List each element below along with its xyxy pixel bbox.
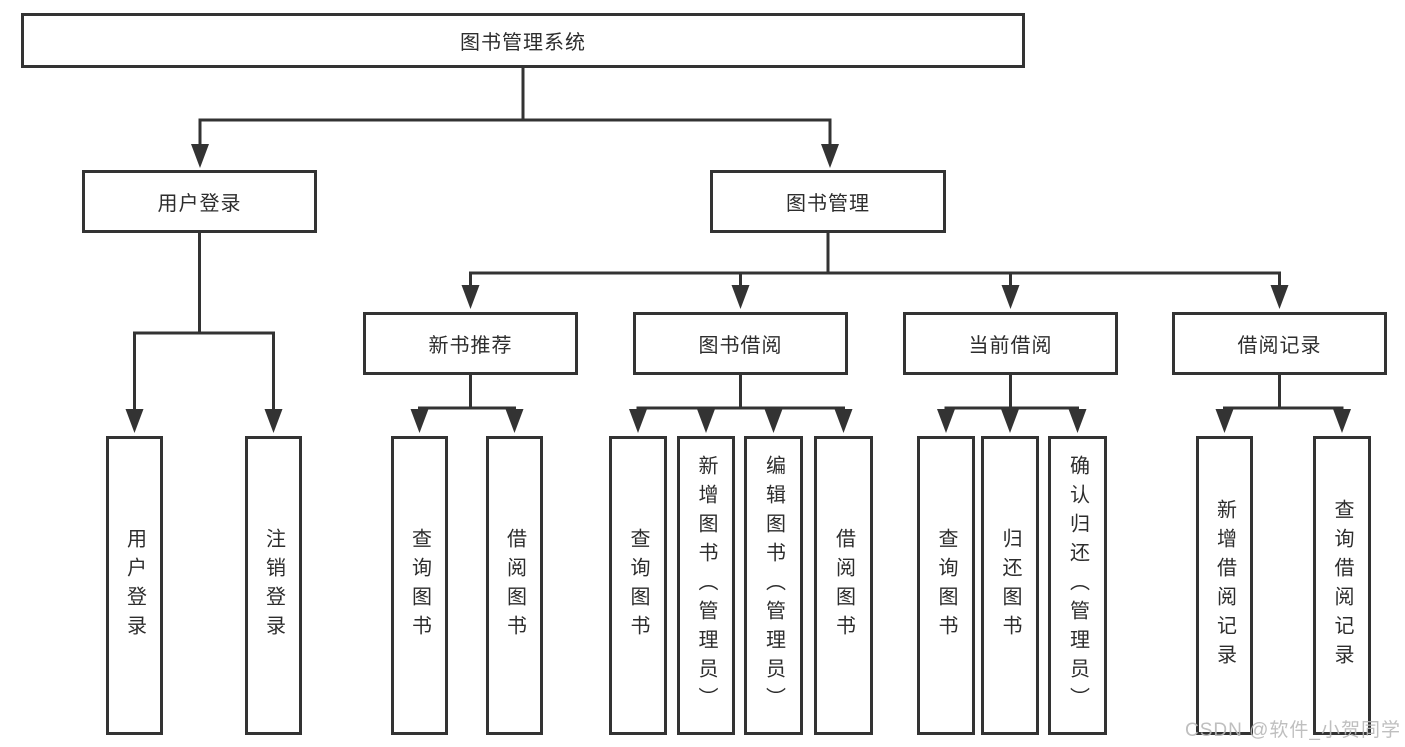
node-bb-add-books-admin: 新增图书（管理员） [677, 436, 735, 735]
node-bb-query-books: 查询图书 [609, 436, 667, 735]
connector-user-login [133, 233, 275, 412]
node-br-add-record: 新增借阅记录 [1196, 436, 1253, 735]
node-br-query-record: 查询借阅记录 [1313, 436, 1371, 735]
csdn-watermark: CSDN @软件_小贺同学 [1185, 720, 1401, 741]
arrow-cb-query-books [937, 409, 955, 433]
arrow-user-login-branch [191, 144, 209, 168]
node-book-borrow: 图书借阅 [633, 312, 848, 375]
node-label: 借阅图书 [503, 527, 526, 644]
arrow-borrow-records [1270, 285, 1289, 309]
node-label: 当前借阅 [968, 335, 1053, 357]
node-book-management: 图书管理 [710, 170, 946, 233]
connector-new-book-recommend [418, 375, 516, 414]
node-library-management-system: 图书管理系统 [21, 13, 1025, 68]
node-label: 借阅图书 [832, 527, 855, 644]
node-label: 查询图书 [935, 527, 957, 644]
node-new-book-recommend: 新书推荐 [363, 312, 578, 375]
node-cb-confirm-return-admin: 确认归还（管理员） [1048, 436, 1107, 735]
connector-root [198, 68, 832, 146]
arrow-bb-query-books [629, 409, 647, 433]
connector-borrow-records [1223, 375, 1344, 414]
arrow-bb-borrow-books [834, 409, 853, 433]
arrow-nbr-borrow-books [505, 409, 524, 433]
connector-book-management [469, 233, 1281, 288]
node-bb-borrow-books: 借阅图书 [814, 436, 873, 735]
arrowheads [125, 144, 1351, 433]
connector-book-borrow [636, 375, 845, 414]
node-user-login: 用户登录 [106, 436, 163, 735]
node-label: 新增图书（管理员） [695, 455, 717, 716]
node-borrow-records: 借阅记录 [1172, 312, 1387, 375]
node-nbr-query-books: 查询图书 [391, 436, 448, 735]
arrow-br-add-record [1215, 409, 1234, 433]
arrow-new-book-recommend [461, 285, 480, 309]
arrow-book-borrow [731, 285, 750, 309]
node-label: 借阅记录 [1237, 335, 1322, 357]
arrow-user-login [125, 409, 144, 433]
connector-current-borrow [944, 375, 1079, 414]
node-label: 注销登录 [262, 527, 285, 644]
node-label: 用户登录 [123, 527, 146, 644]
node-label: 图书管理 [786, 193, 870, 215]
node-label: 确认归还（管理员） [1066, 455, 1089, 716]
arrow-bb-edit-books [764, 409, 783, 433]
node-label: 用户登录 [157, 193, 242, 215]
node-label: 查询图书 [408, 527, 431, 644]
node-current-borrow: 当前借阅 [903, 312, 1118, 375]
node-label: 图书借阅 [698, 335, 783, 357]
arrow-nbr-query-books [410, 409, 429, 433]
node-nbr-borrow-books: 借阅图书 [486, 436, 543, 735]
node-label: 图书管理系统 [460, 32, 586, 54]
arrow-current-borrow [1001, 285, 1020, 309]
node-label: 查询借阅记录 [1331, 498, 1353, 673]
node-cb-query-books: 查询图书 [917, 436, 975, 735]
node-logout-login: 注销登录 [245, 436, 302, 735]
arrow-bb-add-books [697, 409, 715, 433]
node-user-login-branch: 用户登录 [82, 170, 317, 233]
arrow-cb-return-books [1001, 409, 1019, 433]
node-bb-edit-books-admin: 编辑图书（管理员） [744, 436, 803, 735]
node-cb-return-books: 归还图书 [981, 436, 1039, 735]
node-label: 查询图书 [627, 527, 649, 644]
node-label: 新书推荐 [428, 335, 513, 357]
arrow-br-query-record [1333, 409, 1351, 433]
node-label: 归还图书 [999, 527, 1021, 644]
arrow-cb-confirm-return [1068, 409, 1087, 433]
arrow-logout-login [264, 409, 283, 433]
node-label: 新增借阅记录 [1213, 498, 1236, 673]
arrow-book-management [821, 144, 839, 168]
node-label: 编辑图书（管理员） [762, 455, 785, 716]
